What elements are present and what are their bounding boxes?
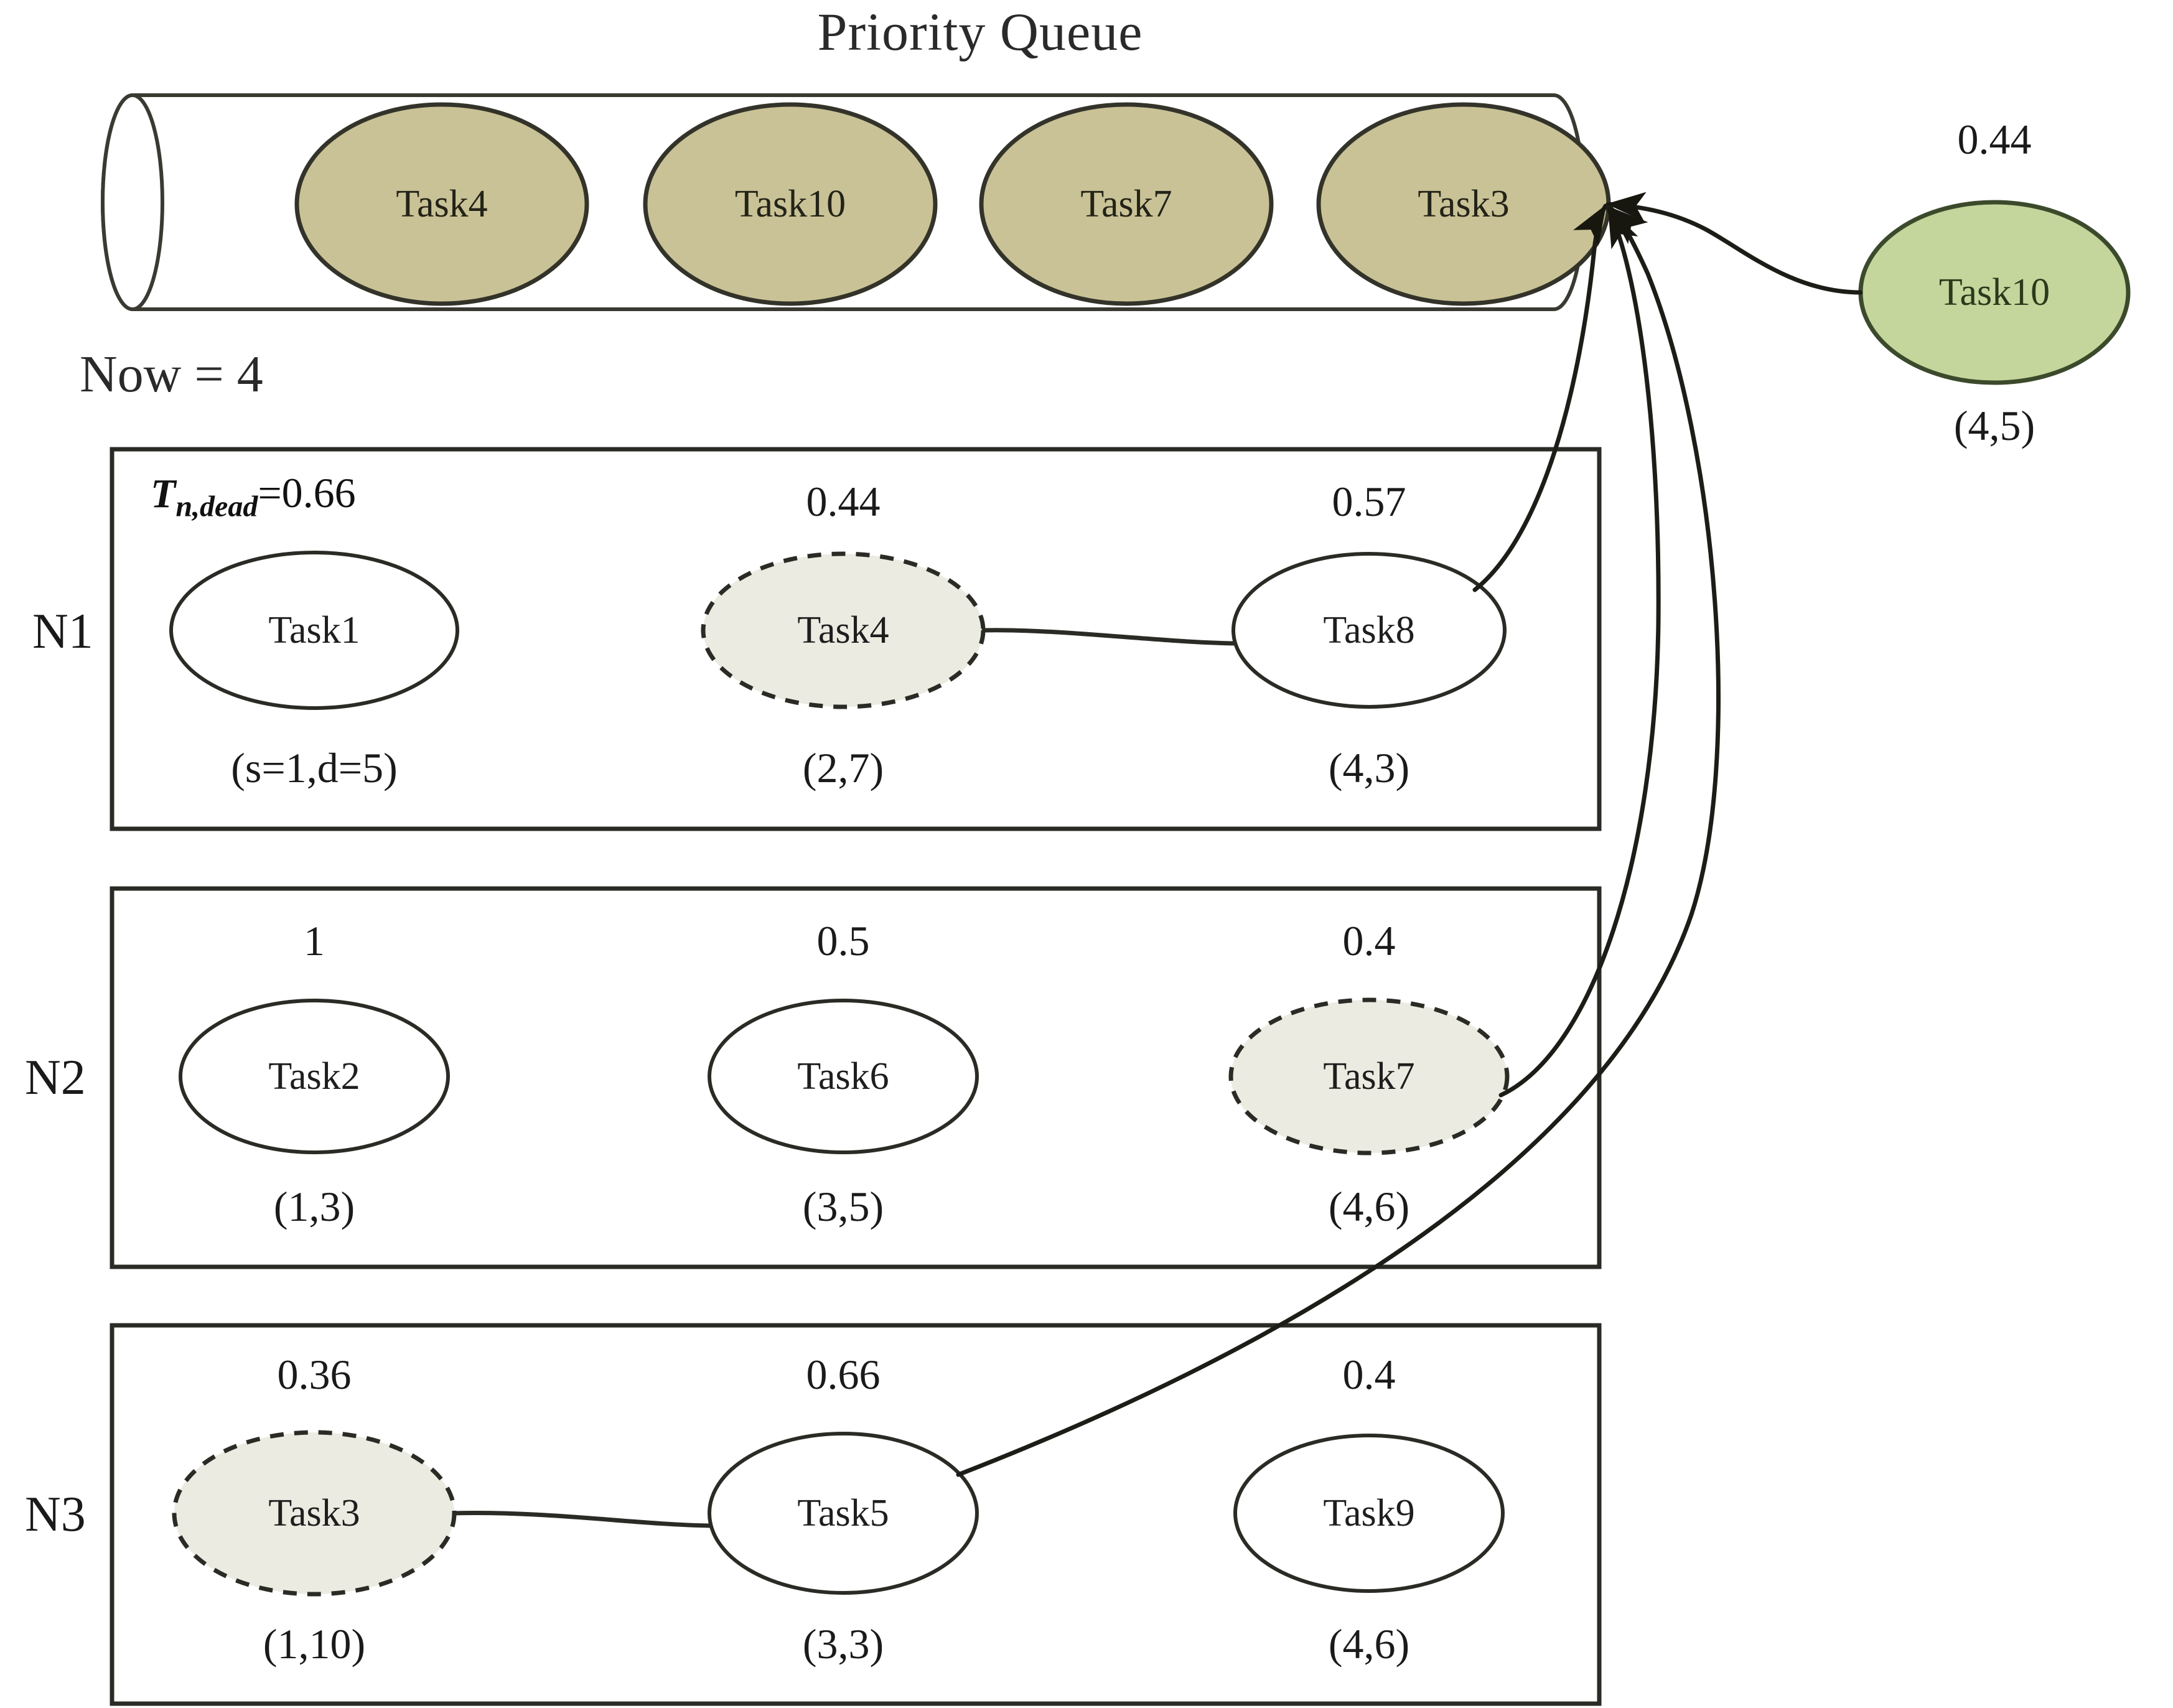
task-priority-task9: 0.4: [1342, 1351, 1396, 1398]
task-priority-task4: 0.44: [806, 478, 881, 525]
arrow-task5-to-queue: [956, 205, 1721, 1477]
tn-dead-symbol: T: [151, 471, 176, 516]
task-label-task2[interactable]: Task2: [268, 1055, 360, 1098]
node-row-label-n2: N2: [25, 1050, 86, 1105]
task-priority-task3: 0.36: [277, 1351, 352, 1398]
page-title: Priority Queue: [817, 2, 1143, 62]
task-label-task4[interactable]: Task4: [797, 609, 889, 651]
enqueue-arrows: [956, 192, 1863, 1477]
task-label-task6[interactable]: Task6: [797, 1055, 889, 1098]
task-label-task5[interactable]: Task5: [797, 1492, 889, 1534]
tn-dead-subscript: n,dead: [175, 490, 258, 523]
task-label-task9[interactable]: Task9: [1323, 1492, 1415, 1534]
link-task3-task5: [452, 1511, 711, 1528]
queue-item-1[interactable]: Task10: [734, 183, 846, 225]
task-sd-task5: (3,3): [802, 1620, 884, 1668]
queue-item-3[interactable]: Task3: [1418, 183, 1510, 225]
queue-item-0[interactable]: Task4: [396, 183, 488, 225]
task-priority-task7: 0.4: [1342, 917, 1396, 964]
task-priority-task2: 1: [304, 917, 325, 964]
arrow-task10-to-queue: [1605, 192, 1863, 295]
task-sd-task1: (s=1,d=5): [231, 744, 398, 791]
clock-label: Now = 4: [80, 345, 263, 403]
task-priority-task5: 0.66: [806, 1351, 881, 1398]
task-priority-task6: 0.5: [816, 917, 870, 964]
task-sd-task7: (4,6): [1328, 1183, 1410, 1230]
task-sd-task4: (2,7): [802, 744, 884, 791]
arrow-task8-to-queue: [1472, 203, 1608, 592]
task-label-task7[interactable]: Task7: [1323, 1055, 1415, 1098]
task-sd-task3: (1,10): [263, 1620, 366, 1668]
task-sd-task8: (4,3): [1328, 744, 1410, 791]
task-sd-task2: (1,3): [273, 1183, 355, 1230]
incoming-task-label[interactable]: Task10: [1938, 271, 2050, 314]
tn-dead-value: =0.66: [258, 469, 356, 516]
task-label-task8[interactable]: Task8: [1323, 609, 1415, 651]
arrow-task7-to-queue: [1498, 207, 1661, 1098]
task-label-task1[interactable]: Task1: [268, 609, 360, 651]
incoming-task-sd: (4,5): [1953, 402, 2035, 449]
incoming-task-priority: 0.44: [1957, 116, 2032, 163]
node-row-label-n1: N1: [32, 604, 93, 659]
task-sd-task9: (4,6): [1328, 1620, 1410, 1668]
queue-item-ellipses: [294, 102, 1611, 306]
tn-dead-formula: Tn,dead=0.66: [151, 472, 356, 522]
link-task4-task8: [981, 628, 1235, 646]
queue-item-2[interactable]: Task7: [1080, 183, 1172, 225]
task-priority-task8: 0.57: [1332, 478, 1406, 525]
task-label-task3[interactable]: Task3: [268, 1492, 360, 1534]
node-row-label-n3: N3: [25, 1487, 86, 1542]
task-sd-task6: (3,5): [802, 1183, 884, 1230]
